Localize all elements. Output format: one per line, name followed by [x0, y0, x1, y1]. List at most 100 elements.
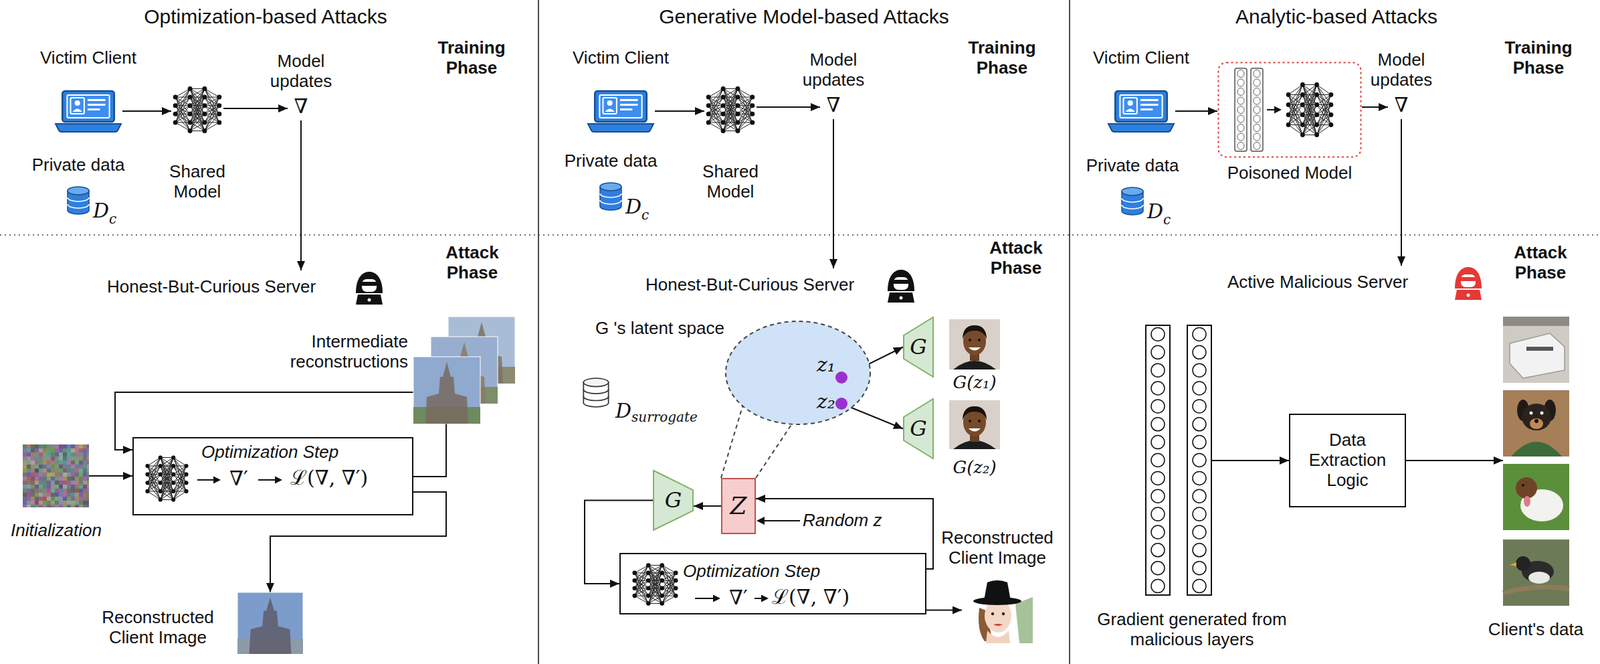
node-text: Optimization Step [201, 441, 339, 462]
connector [693, 505, 722, 507]
connector [413, 423, 447, 477]
text-holder: ℒ(∇, ∇′) [290, 466, 425, 490]
text-holder: G 's latent space [595, 318, 750, 339]
text-holder: Shared Model [696, 161, 764, 203]
text-holder: G(z₁) [934, 372, 1015, 393]
text-holder: c [109, 211, 130, 227]
text-holder: Gradient generated from malicious layers [1084, 609, 1299, 650]
node-text: ∇′ [729, 585, 748, 609]
node-text: Reconstructed Client Image [101, 606, 215, 647]
connector [832, 119, 835, 269]
poisoned-model-art [1217, 61, 1362, 158]
panel-label: Attack Phase [989, 237, 1043, 278]
noise-image-art [22, 444, 89, 508]
node-text: Private data [564, 150, 658, 171]
text-holder: ∇ [820, 93, 847, 118]
text-holder: Initialization [0, 520, 130, 541]
text-holder: G [903, 397, 934, 459]
node-text: Model updates [1370, 49, 1433, 90]
text-holder: ℒ(∇, ∇′) [771, 585, 906, 609]
text-holder: Model updates [796, 50, 871, 91]
latent-ellipse-art [724, 319, 872, 426]
text-holder: Attack Phase [1493, 242, 1588, 283]
network-icon-art [704, 81, 757, 138]
database-icon: Dsurrogate [581, 377, 611, 409]
text-holder: Model updates [1364, 50, 1439, 91]
text-holder: Attack Phase [969, 238, 1063, 279]
node-text: Private data [1086, 155, 1180, 176]
gradient-layers-art [1145, 324, 1213, 596]
panel-label: Training Phase [437, 37, 506, 78]
panel-label: Training Phase [967, 37, 1036, 78]
text-holder: Optimization-based Attacks [64, 5, 467, 29]
process-box: Optimization Step∇′ℒ(∇, ∇′) [132, 436, 414, 516]
panel-label: Random z [802, 509, 883, 530]
text-holder: Intermediate reconstructions [274, 331, 409, 372]
node-text: z₂ [816, 389, 836, 413]
text-holder: G [903, 316, 934, 378]
text-holder: Optimization Step [682, 561, 897, 582]
text-holder: Honest-But-Curious Server [107, 276, 328, 297]
connector [1361, 106, 1388, 108]
connector [584, 500, 653, 584]
panel-label: Attack Phase [445, 242, 499, 283]
text-holder: Client's data [1468, 619, 1600, 640]
update-symbol: Model updates∇ [287, 96, 315, 121]
database-icon-art [581, 377, 611, 409]
node-text: z₁ [816, 352, 836, 376]
text-holder: Private data [1065, 155, 1200, 176]
node-text: ∇ [294, 94, 309, 118]
panel-label: Generative Model-based Attacks [658, 5, 950, 28]
database-icon-art [598, 181, 623, 212]
process-box: Data Extraction Logic [1288, 413, 1407, 508]
connector [1212, 459, 1289, 461]
text-holder: ∇ [1387, 93, 1415, 118]
database-icon: Private dataDc [1120, 186, 1145, 217]
node-text: ℒ(∇, ∇′) [290, 465, 368, 489]
process-box: Optimization Step ∇′ ℒ(∇, ∇′) [619, 552, 927, 615]
node-text: Victim Client [1092, 47, 1190, 68]
text-holder: Poisoned Model [1202, 163, 1377, 184]
server-icon: Active Malicious Server [1222, 265, 1484, 301]
text-holder: Private data [11, 155, 146, 176]
node-text: G(z₂) [952, 456, 996, 477]
text-holder: Model updates [264, 51, 338, 92]
connector [1406, 459, 1504, 461]
text-holder: G [652, 469, 694, 531]
panel-divider [537, 0, 540, 664]
face-image: G(z₂) [949, 400, 1000, 449]
node-text: Victim Client [572, 47, 669, 68]
text-holder: Training Phase [424, 38, 519, 79]
client-laptop: Victim Client [54, 89, 123, 133]
noise-image: Initialization [22, 444, 89, 508]
gradient-layers: Gradient generated from malicious layers [1145, 324, 1213, 596]
panel-label: Training Phase [1504, 37, 1572, 78]
latent-ellipse: G 's latent spacez₁z₂ [724, 319, 872, 426]
node-text: Z [729, 491, 747, 520]
output-image: Reconstructed Client Image [961, 576, 1033, 643]
connector [223, 107, 288, 110]
client-laptop-art [586, 89, 655, 133]
text-holder: Training Phase [955, 38, 1049, 79]
text-holder: c [641, 207, 662, 223]
node-text: G(z₁) [952, 371, 996, 392]
text-holder: ∇ [287, 94, 315, 119]
node-text: Model updates [802, 49, 865, 90]
connector [654, 110, 705, 112]
node-text: G [664, 487, 683, 513]
text-holder: Data Extraction Logic [1290, 414, 1405, 506]
node-text: G 's latent space [595, 317, 725, 338]
face-image: G(z₁) [949, 319, 1000, 370]
output-image-art [237, 591, 304, 654]
connector [755, 424, 792, 478]
node-text: Initialization [10, 519, 102, 540]
database-icon-art [66, 185, 91, 216]
network-icon: Shared Model [171, 81, 224, 138]
node-text: Private data [32, 154, 126, 175]
node-text: Gradient generated from malicious layers [1096, 608, 1287, 649]
output-image: Reconstructed Client Image [237, 591, 304, 654]
text-holder: Optimization Step [201, 442, 403, 463]
node-text: ℒ(∇, ∇′) [771, 584, 850, 609]
node-text: surrogate [631, 408, 698, 425]
